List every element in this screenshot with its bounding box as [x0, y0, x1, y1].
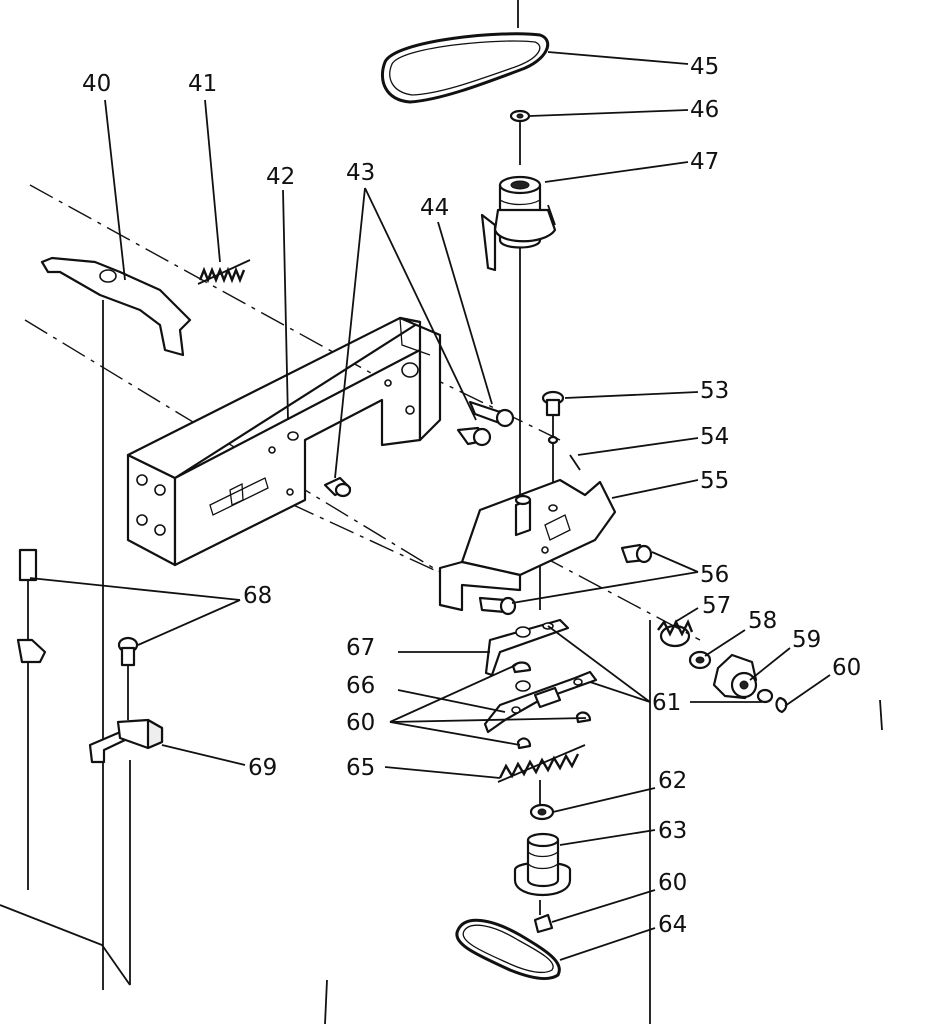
spring-41-part [197, 259, 251, 285]
callout-56: 56 [700, 562, 729, 588]
gear-59-part [712, 653, 758, 700]
edge-fragment-part [16, 548, 47, 664]
callout-42: 42 [266, 164, 295, 190]
callout-58: 58 [748, 608, 777, 634]
spring-57-part [657, 619, 694, 648]
callout-59: 59 [792, 627, 821, 653]
screw-44-part [468, 400, 515, 428]
callout-44: 44 [420, 195, 449, 221]
switch-69-part [88, 718, 164, 764]
callout-46: 46 [690, 97, 719, 123]
screw-53-part [541, 390, 565, 417]
pin-54-part [547, 435, 581, 471]
callout-60-right: 60 [832, 655, 861, 681]
leader-lines [29, 51, 831, 961]
clip-60-part [533, 913, 554, 934]
callout-60-bottom: 60 [658, 870, 687, 896]
callout-55: 55 [700, 468, 729, 494]
callout-57: 57 [702, 593, 731, 619]
callout-40: 40 [82, 71, 111, 97]
callout-67: 67 [346, 635, 375, 661]
callout-63: 63 [658, 818, 687, 844]
callout-65: 65 [346, 755, 375, 781]
callout-69: 69 [248, 755, 277, 781]
callout-47: 47 [690, 149, 719, 175]
washer-46-part [509, 109, 531, 123]
screws-56-part [478, 543, 653, 616]
lever-40-part [40, 256, 192, 357]
slide-66-part [483, 670, 598, 734]
alignment-lines [0, 0, 883, 1024]
pulley-63-part [513, 832, 572, 897]
callout-54: 54 [700, 424, 729, 450]
slide-67-part [484, 618, 570, 677]
pulley-47-part [480, 175, 557, 272]
clips-60-part [511, 661, 592, 750]
callout-64: 64 [658, 912, 687, 938]
callout-41: 41 [188, 71, 217, 97]
washer-60-part [756, 688, 788, 714]
belt-45-part [380, 32, 550, 104]
screws-43-part [323, 426, 492, 498]
callout-66: 66 [346, 673, 375, 699]
callout-60-left: 60 [346, 710, 375, 736]
plate-55-part [438, 478, 617, 612]
bracket-42-part [126, 316, 442, 567]
callout-61: 61 [652, 690, 681, 716]
screw-68-part [117, 636, 139, 667]
belt-64-part [455, 918, 561, 981]
washer-62-part [529, 803, 555, 821]
spring-65-part [497, 744, 586, 783]
callout-62: 62 [658, 768, 687, 794]
callout-45: 45 [690, 54, 719, 80]
callout-68: 68 [243, 583, 272, 609]
callout-53: 53 [700, 378, 729, 404]
callout-43: 43 [346, 160, 375, 186]
callout-labels: 40 41 42 43 44 45 46 47 53 54 55 56 57 5… [82, 54, 861, 938]
